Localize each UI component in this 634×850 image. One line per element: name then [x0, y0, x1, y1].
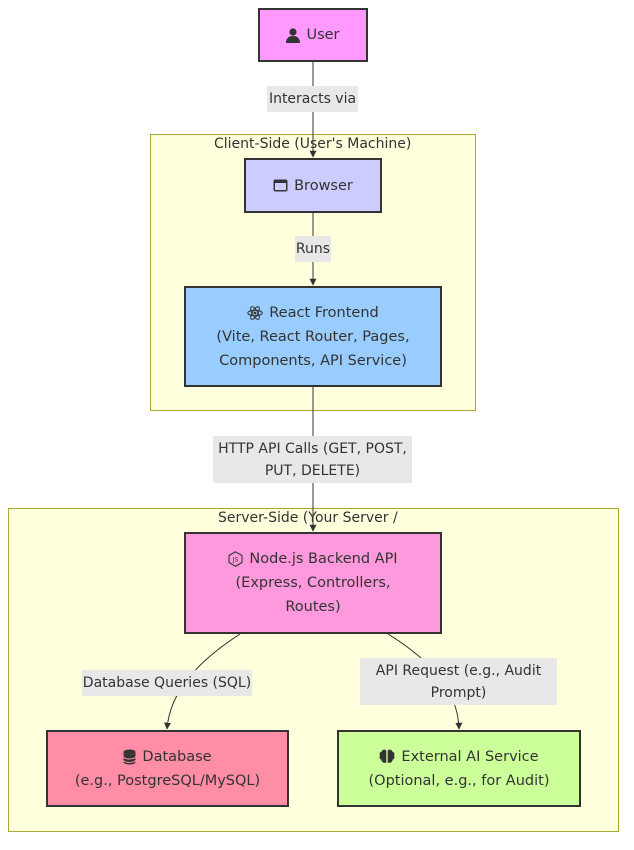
user-node[interactable]: User [258, 8, 368, 62]
database-icon [123, 749, 137, 765]
react-icon [247, 305, 263, 321]
react-frontend-node[interactable]: React Frontend (Vite, React Router, Page… [184, 286, 442, 387]
external-ai-detail: (Optional, e.g., for Audit) [368, 772, 550, 789]
brain-icon [379, 749, 395, 764]
nodejs-backend-detail-1: (Express, Controllers, [235, 575, 391, 591]
user-label: User [306, 27, 340, 43]
nodejs-icon: JS [228, 551, 243, 567]
nodejs-backend-detail-2: Routes) [285, 599, 341, 615]
react-frontend-detail-1: (Vite, React Router, Pages, [216, 328, 410, 345]
database-node[interactable]: Database (e.g., PostgreSQL/MySQL) [46, 730, 289, 807]
svg-text:JS: JS [232, 557, 239, 564]
client-side-title: Client-Side (User's Machine) [214, 136, 412, 152]
database-label: Database [142, 748, 212, 765]
edge-label-api-request: API Request (e.g., Audit Prompt) [360, 658, 557, 705]
edge-label-runs: Runs [295, 236, 331, 262]
edge-label-database-queries: Database Queries (SQL) [82, 670, 252, 696]
window-icon [273, 179, 288, 192]
nodejs-backend-node[interactable]: JS Node.js Backend API (Express, Control… [184, 532, 442, 634]
react-frontend-detail-2: Components, API Service) [219, 352, 407, 369]
database-detail: (e.g., PostgreSQL/MySQL) [74, 772, 261, 789]
external-ai-label: External AI Service [401, 748, 539, 765]
server-side-title: Server-Side (Your Server / [218, 510, 398, 526]
nodejs-backend-label: Node.js Backend API [249, 551, 398, 567]
edge-label-interacts-via: Interacts via [267, 86, 358, 112]
browser-node[interactable]: Browser [244, 158, 382, 213]
browser-label: Browser [294, 177, 353, 194]
react-frontend-label: React Frontend [269, 304, 379, 321]
user-icon [286, 27, 301, 43]
edge-label-http-api-calls: HTTP API Calls (GET, POST, PUT, DELETE) [213, 436, 412, 483]
external-ai-node[interactable]: External AI Service (Optional, e.g., for… [337, 730, 581, 807]
